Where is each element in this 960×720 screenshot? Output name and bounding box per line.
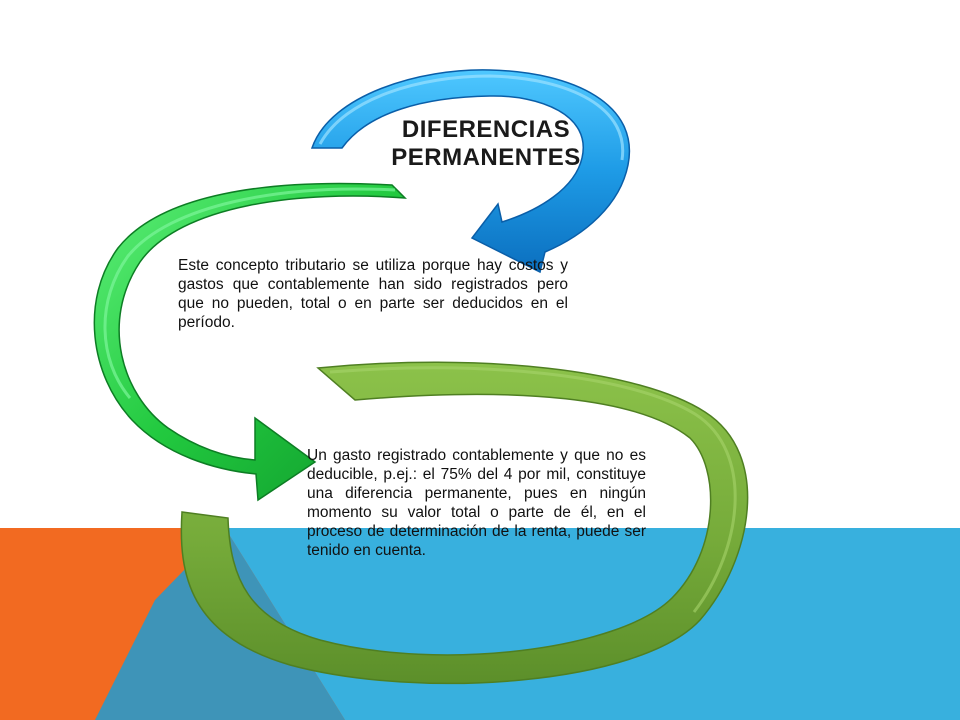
blue-curved-arrow xyxy=(310,69,631,274)
concept-paragraph: Este concepto tributario se utiliza porq… xyxy=(178,257,568,331)
olive-ring-arrow xyxy=(180,361,749,685)
green-curved-arrow xyxy=(93,182,407,502)
example-paragraph: Un gasto registrado contablemente y que … xyxy=(307,447,646,559)
diagram-title: DIFERENCIAS PERMANENTES xyxy=(391,116,581,171)
